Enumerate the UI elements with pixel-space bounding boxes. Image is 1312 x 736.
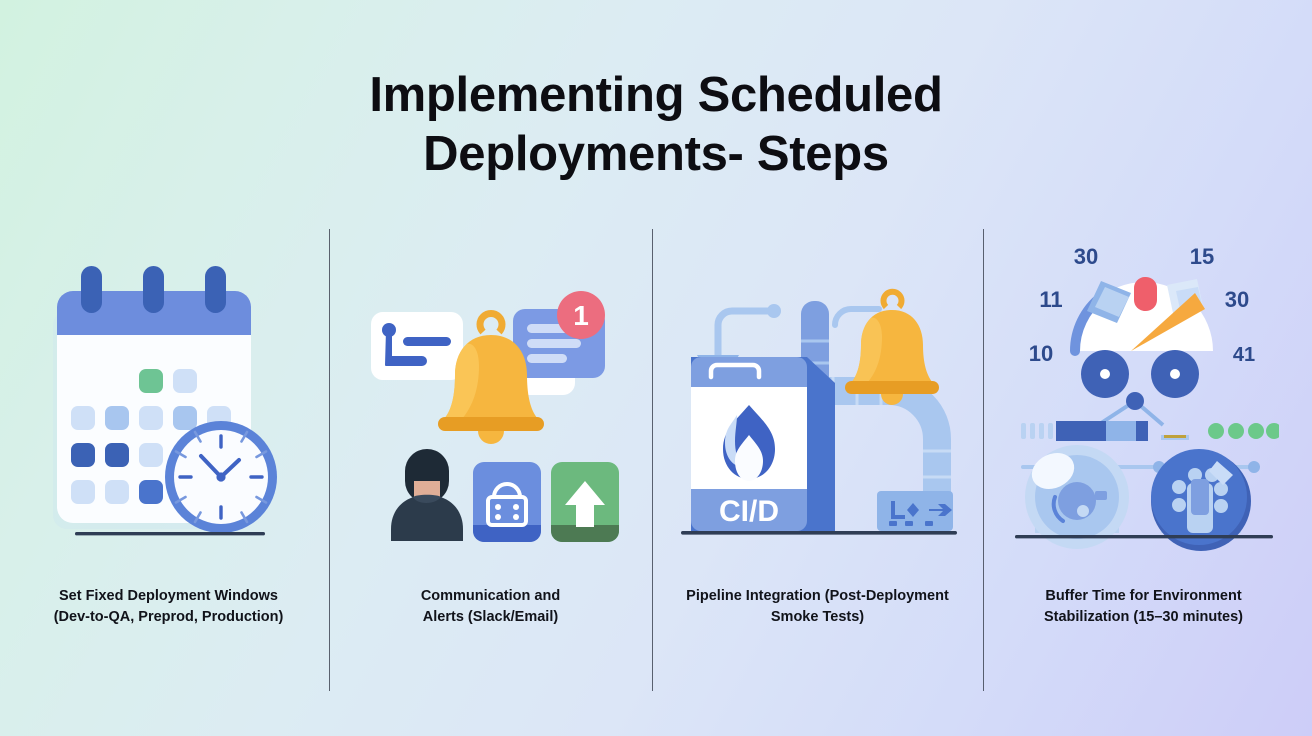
step-card-pipeline-integration[interactable]: CI/D (652, 229, 983, 691)
flame-icon (722, 405, 775, 481)
person-icon (390, 449, 463, 541)
gauge-label-5: 41 (1232, 344, 1254, 366)
step-caption-fixed-deployment-windows: Set Fixed Deployment Windows (Dev-to-QA,… (8, 586, 329, 628)
page-title-line-1: Implementing Scheduled (369, 68, 943, 122)
gauge-label-2: 11 (1039, 287, 1062, 312)
caption-line-2: (Dev-to-QA, Preprod, Production) (53, 609, 284, 625)
gauge-label-1: 15 (1189, 244, 1213, 269)
status-dots-icon (1207, 423, 1279, 439)
bell-icon (437, 310, 544, 444)
gauge-label-0: 30 (1073, 244, 1097, 269)
caption-line-1: Communication and (420, 588, 561, 604)
step-card-communication-and-alerts[interactable]: 1 (329, 229, 652, 691)
column-divider-1 (329, 229, 330, 691)
page-title: Implementing Scheduled Deployments- Step… (0, 66, 1312, 184)
step-card-fixed-deployment-windows[interactable]: Set Fixed Deployment Windows (Dev-to-QA,… (8, 229, 329, 691)
page-title-line-2: Deployments- Steps (423, 127, 889, 181)
caption-line-1: Buffer Time for Environment (1045, 588, 1242, 604)
gauge-dashboard-illustration: 30 15 11 30 10 41 (983, 229, 1304, 559)
gauge-label-3: 30 (1224, 287, 1248, 312)
column-divider-2 (652, 229, 653, 691)
step-caption-buffer-time-stabilization: Buffer Time for Environment Stabilizatio… (983, 586, 1304, 628)
dial-icon (1080, 350, 1199, 398)
notification-bell-illustration: 1 (329, 229, 652, 559)
caption-line-2: Alerts (Slack/Email) (422, 609, 559, 625)
caption-line-1: Pipeline Integration (Post-Deployment (686, 588, 949, 604)
caption-line-1: Set Fixed Deployment Windows (58, 588, 278, 604)
bell-icon (831, 288, 939, 405)
arrow-app-icon (550, 462, 619, 542)
notification-badge-count: 1 (573, 300, 589, 331)
machine-label: CI/D (719, 495, 779, 528)
step-caption-pipeline-integration: Pipeline Integration (Post-Deployment Sm… (652, 586, 983, 628)
calendar-clock-illustration (8, 229, 329, 559)
basket-app-icon (472, 462, 541, 542)
caption-line-2: Stabilization (15–30 minutes) (1043, 609, 1244, 625)
gauge-label-4: 10 (1028, 341, 1052, 366)
step-card-buffer-time-stabilization[interactable]: 30 15 11 30 10 41 (983, 229, 1304, 691)
step-caption-communication-and-alerts: Communication and Alerts (Slack/Email) (329, 586, 652, 628)
cicd-machine-illustration: CI/D (652, 229, 983, 559)
steps-row: Set Fixed Deployment Windows (Dev-to-QA,… (0, 229, 1312, 691)
progress-bar-icon (1020, 421, 1189, 441)
caption-line-2: Smoke Tests) (770, 609, 865, 625)
column-divider-3 (983, 229, 984, 691)
